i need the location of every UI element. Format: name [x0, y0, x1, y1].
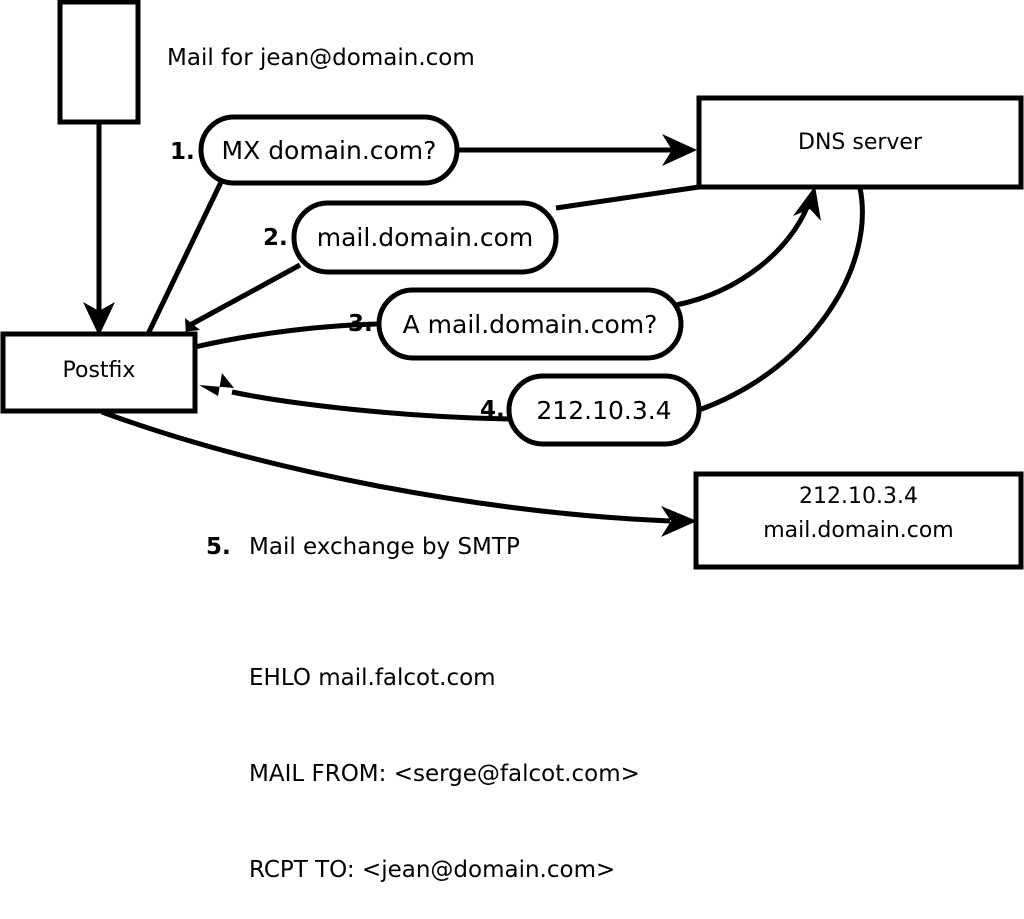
smtp-transcript: EHLO mail.falcot.com MAIL FROM: <serge@f…	[249, 598, 640, 919]
target-server-host-label: mail.domain.com	[763, 518, 954, 543]
source-box	[57, 0, 141, 125]
step-2-number: 2.	[263, 225, 288, 251]
step-2-label: mail.domain.com	[316, 223, 534, 252]
arrowhead-step4-to-postfix	[199, 373, 234, 396]
bubble-step-2	[291, 200, 559, 275]
dns-server-box-label: DNS server	[798, 130, 922, 155]
step-1-label: MX domain.com?	[221, 136, 437, 165]
arrowhead-step2-to-postfix	[163, 318, 200, 336]
connector-step3-to-dns	[675, 204, 811, 308]
connector-postfix-to-step3	[194, 321, 380, 350]
step-4-label: 212.10.3.4	[536, 396, 672, 425]
connector-step1-tail-to-postfix	[145, 178, 225, 336]
smtp-line: RCPT TO: <jean@domain.com>	[249, 857, 616, 883]
mail-caption: Mail for jean@domain.com	[167, 45, 475, 71]
arrowhead-step1-to-dns	[662, 134, 697, 166]
connector-postfix-to-target	[101, 409, 671, 524]
target-server-box	[693, 471, 1024, 570]
step-1-number: 1.	[170, 139, 195, 165]
arrowhead-postfix-to-target	[661, 506, 697, 537]
arrowhead-source-to-postfix	[83, 302, 115, 336]
smtp-line: EHLO mail.falcot.com	[249, 665, 496, 691]
connector-step4-to-postfix	[231, 389, 510, 422]
step-5-label: Mail exchange by SMTP	[249, 534, 520, 560]
step-5-number: 5.	[206, 534, 231, 560]
smtp-line: MAIL FROM: <serge@falcot.com>	[249, 761, 640, 787]
connector-step2-tail-to-postfix	[188, 262, 302, 328]
postfix-box	[0, 331, 198, 414]
dns-server-box	[696, 95, 1024, 190]
arrowhead-step3-to-dns	[793, 186, 821, 221]
target-server-ip-label: 212.10.3.4	[799, 484, 918, 509]
postfix-box-label: Postfix	[62, 358, 136, 383]
connector-dns-to-step4	[698, 187, 865, 413]
step-3-number: 3.	[348, 311, 373, 337]
connector-dns-to-step2	[555, 184, 700, 211]
step-3-label: A mail.domain.com?	[402, 310, 658, 339]
step-4-number: 4.	[480, 397, 505, 423]
